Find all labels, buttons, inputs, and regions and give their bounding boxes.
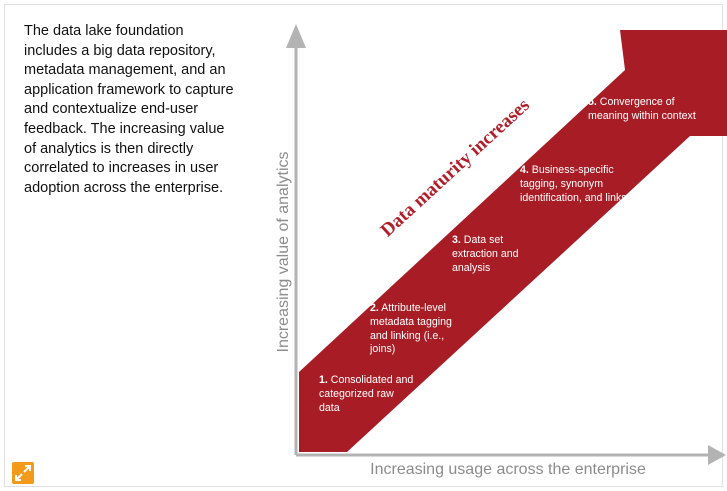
step-5-text: Convergence of meaning within context	[588, 96, 696, 122]
step-3-number: 3.	[452, 234, 461, 246]
maturity-arrow	[299, 30, 727, 452]
step-2-text: Attribute-level metadata tagging and lin…	[370, 302, 452, 356]
step-3-text: Data set extraction and analysis	[452, 234, 519, 274]
step-5-number: 5.	[588, 96, 597, 108]
step-3: 3. Data set extraction and analysis	[452, 234, 526, 275]
x-axis-arrowhead	[708, 445, 726, 465]
y-axis-arrowhead	[286, 24, 306, 48]
y-axis-label: Increasing value of analytics	[275, 152, 292, 353]
step-2: 2. Attribute-level metadata tagging and …	[370, 302, 462, 357]
step-4-text: Business-specific tagging, synonym ident…	[520, 164, 627, 204]
x-axis-label: Increasing usage across the enterprise	[370, 461, 646, 478]
intro-text: The data lake foundation includes a big …	[24, 23, 234, 196]
expand-icon[interactable]	[12, 462, 34, 484]
figure-frame	[4, 4, 723, 487]
step-4-number: 4.	[520, 164, 529, 176]
step-4: 4. Business-specific tagging, synonym id…	[520, 164, 638, 205]
step-1: 1. Consolidated and categorized raw data	[319, 374, 415, 415]
expand-icon-glyph	[15, 465, 31, 481]
step-1-number: 1.	[319, 374, 328, 386]
step-2-number: 2.	[370, 302, 379, 314]
step-1-text: Consolidated and categorized raw data	[319, 374, 414, 414]
step-5: 5. Convergence of meaning within context	[588, 96, 700, 124]
